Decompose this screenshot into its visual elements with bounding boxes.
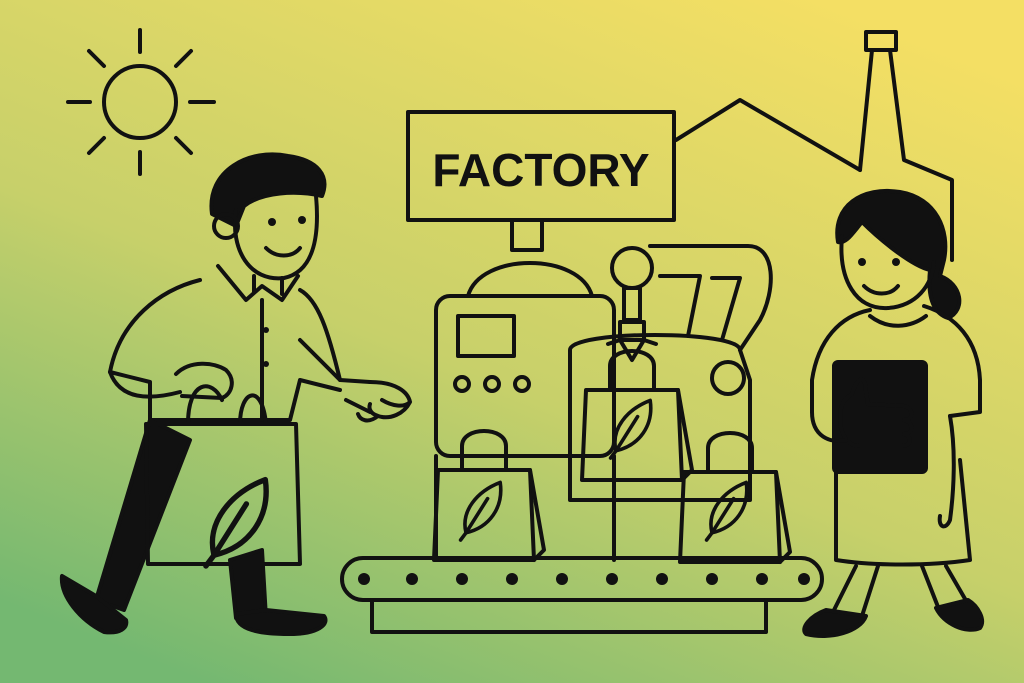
sign-label: FACTORY bbox=[432, 144, 649, 196]
thumbs-up-icon bbox=[838, 377, 914, 448]
conveyor-belt bbox=[340, 556, 824, 634]
robotic-arm bbox=[568, 244, 773, 502]
factory-building bbox=[674, 30, 954, 262]
man-character bbox=[59, 152, 412, 636]
factory-sign: FACTORY bbox=[406, 110, 676, 252]
man-shopping-bag bbox=[144, 384, 302, 566]
woman-character bbox=[802, 189, 985, 638]
sun-icon bbox=[66, 28, 216, 176]
